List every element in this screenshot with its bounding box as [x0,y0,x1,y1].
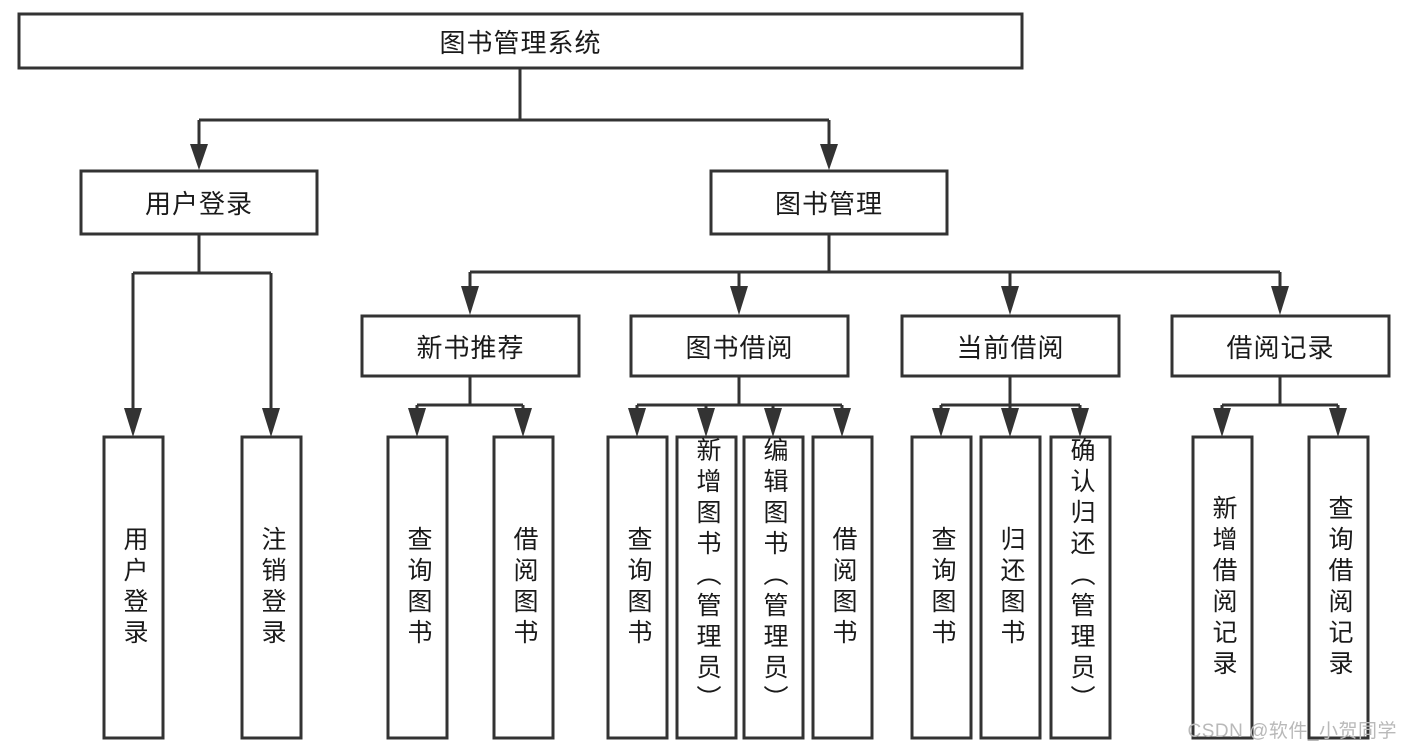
arrow-icon-current-borrow-leaf-2 [1001,408,1019,437]
arrow-icon-book-borrow-leaf-2 [697,408,715,437]
node-box-root[interactable] [17,12,1024,70]
node-box-leaf-edit-book[interactable] [742,435,805,740]
node-box-leaf-add-record[interactable] [1191,435,1254,740]
node-box-leaf-add-book[interactable] [675,435,738,740]
node-box-leaf-confirm-return[interactable] [1049,435,1112,740]
node-box-leaf-borrow-book-1[interactable] [492,435,555,740]
arrow-icon-new-book-recommend-leaf-1 [408,408,426,437]
arrow-icon-current-borrow-leaf-3 [1071,408,1089,437]
arrow-icon-book-borrow-leaf-3 [764,408,782,437]
arrow-icon-book-manage-to-book-borrow [730,286,748,315]
arrow-icon-borrow-record-leaf-1 [1213,408,1231,437]
arrow-icon-current-borrow-leaf-1 [932,408,950,437]
watermark: CSDN @软件_小贺同学 [1187,721,1397,742]
arrow-icon-book-manage-to-new-book-recommend [461,286,479,315]
arrow-icon-root-to-user-login [190,144,208,170]
node-box-book-borrow[interactable] [629,314,850,378]
node-box-leaf-query-book-1[interactable] [386,435,449,740]
node-box-user-login[interactable] [79,169,319,236]
node-box-current-borrow[interactable] [900,314,1121,378]
arrow-icon-new-book-recommend-leaf-2 [514,408,532,437]
node-box-leaf-user-logout[interactable] [240,435,303,740]
arrow-icon-user-login-leaf-1 [124,408,142,437]
arrow-icon-book-manage-to-borrow-record [1271,286,1289,315]
node-box-leaf-return-book[interactable] [979,435,1042,740]
arrow-icon-user-login-leaf-2 [262,408,280,437]
node-box-leaf-query-book-2[interactable] [606,435,669,740]
node-box-leaf-user-login[interactable] [102,435,165,740]
arrow-icon-book-manage-to-current-borrow [1001,286,1019,315]
arrow-icon-book-borrow-leaf-4 [833,408,851,437]
node-box-leaf-query-record[interactable] [1307,435,1370,740]
arrow-icon-book-borrow-leaf-1 [628,408,646,437]
node-box-leaf-query-book-3[interactable] [910,435,973,740]
node-box-new-book-recommend[interactable] [360,314,581,378]
node-box-leaf-borrow-book-2[interactable] [811,435,874,740]
node-box-borrow-record[interactable] [1170,314,1391,378]
arrow-icon-root-to-book-manage [820,144,838,170]
arrow-icon-borrow-record-leaf-2 [1329,408,1347,437]
node-box-book-manage[interactable] [709,169,949,236]
